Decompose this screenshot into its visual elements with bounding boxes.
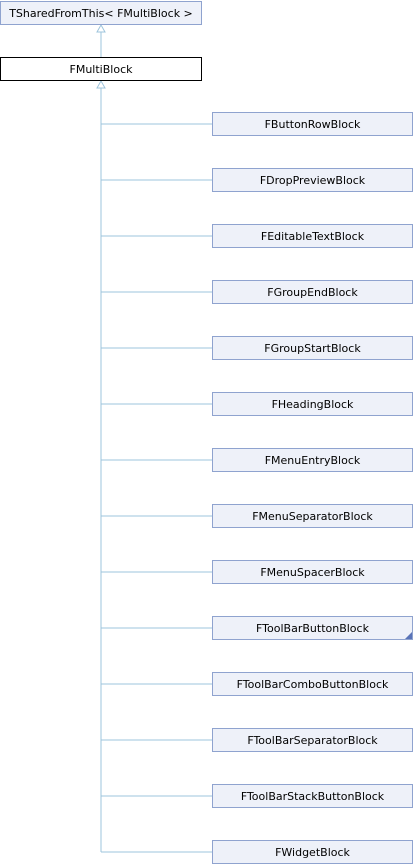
derived-class-label: FEditableTextBlock bbox=[260, 229, 365, 243]
derived-class-node[interactable]: FMenuSeparatorBlock bbox=[212, 504, 413, 528]
derived-class-node[interactable]: FGroupStartBlock bbox=[212, 336, 413, 360]
derived-class-label: FToolBarSeparatorBlock bbox=[247, 733, 378, 747]
inheritance-arrow-icon bbox=[96, 23, 106, 33]
derived-class-node[interactable]: FWidgetBlock bbox=[212, 840, 413, 864]
derived-class-label: FMenuSpacerBlock bbox=[260, 565, 365, 579]
derived-class-label: FToolBarButtonBlock bbox=[256, 621, 369, 635]
derived-class-label: FWidgetBlock bbox=[275, 845, 350, 859]
derived-class-label: FHeadingBlock bbox=[271, 397, 354, 411]
has-children-marker-icon bbox=[405, 632, 412, 639]
derived-class-node[interactable]: FToolBarSeparatorBlock bbox=[212, 728, 413, 752]
edge-lines bbox=[96, 23, 212, 853]
inheritance-arrow-icon bbox=[96, 79, 106, 89]
derived-class-node[interactable]: FButtonRowBlock bbox=[212, 112, 413, 136]
derived-class-node[interactable]: FToolBarStackButtonBlock bbox=[212, 784, 413, 808]
derived-class-node[interactable]: FDropPreviewBlock bbox=[212, 168, 413, 192]
derived-class-node[interactable]: FToolBarComboButtonBlock bbox=[212, 672, 413, 696]
current-class-label: FMultiBlock bbox=[69, 62, 133, 76]
derived-class-node[interactable]: FGroupEndBlock bbox=[212, 280, 413, 304]
derived-class-node[interactable]: FHeadingBlock bbox=[212, 392, 413, 416]
derived-class-label: FGroupStartBlock bbox=[264, 341, 361, 355]
derived-class-node[interactable]: FMenuEntryBlock bbox=[212, 448, 413, 472]
derived-class-node[interactable]: FToolBarButtonBlock bbox=[212, 616, 413, 640]
base-class-node[interactable]: TSharedFromThis< FMultiBlock > bbox=[0, 1, 202, 25]
derived-class-label: FMenuSeparatorBlock bbox=[252, 509, 373, 523]
derived-class-label: FToolBarStackButtonBlock bbox=[240, 789, 385, 803]
current-class-node: FMultiBlock bbox=[0, 57, 202, 81]
derived-class-label: FToolBarComboButtonBlock bbox=[236, 677, 389, 691]
derived-class-node[interactable]: FMenuSpacerBlock bbox=[212, 560, 413, 584]
base-class-label: TSharedFromThis< FMultiBlock > bbox=[9, 6, 193, 20]
derived-class-label: FButtonRowBlock bbox=[264, 117, 361, 131]
derived-class-label: FGroupEndBlock bbox=[267, 285, 358, 299]
derived-class-label: FDropPreviewBlock bbox=[259, 173, 366, 187]
derived-class-label: FMenuEntryBlock bbox=[264, 453, 361, 467]
derived-class-node[interactable]: FEditableTextBlock bbox=[212, 224, 413, 248]
